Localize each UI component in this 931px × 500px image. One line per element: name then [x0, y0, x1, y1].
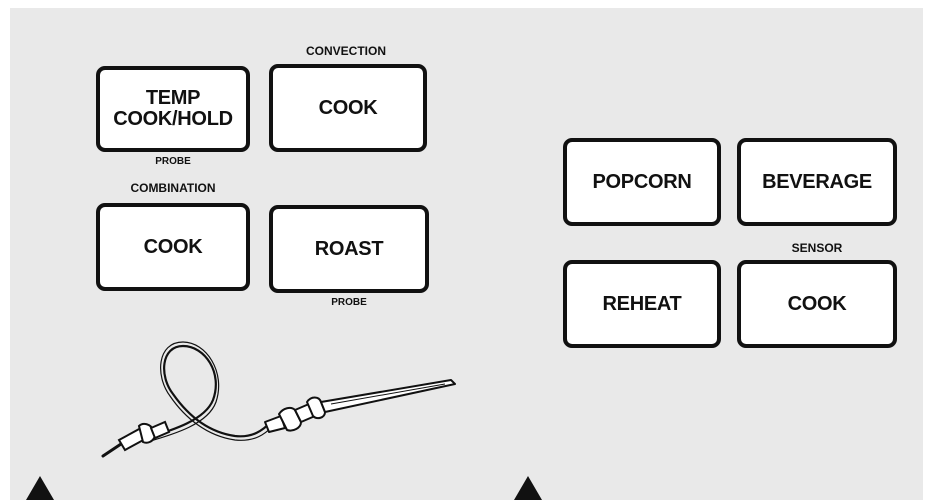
- popcorn-button[interactable]: POPCORN: [563, 138, 721, 226]
- convection-cook-button[interactable]: COOK: [269, 64, 427, 152]
- temp-cook-hold-probe-caption: PROBE: [96, 155, 250, 169]
- roast-button[interactable]: ROAST: [269, 205, 429, 293]
- up-arrow-icon: [514, 476, 542, 500]
- sensor-cook-button[interactable]: COOK: [737, 260, 897, 348]
- roast-probe-caption: PROBE: [269, 296, 429, 310]
- sensor-caption: SENSOR: [737, 241, 897, 255]
- temp-cook-hold-button[interactable]: TEMP COOK/HOLD: [96, 66, 250, 152]
- temperature-probe-icon: [95, 318, 460, 463]
- beverage-button[interactable]: BEVERAGE: [737, 138, 897, 226]
- convection-caption: CONVECTION: [266, 44, 426, 58]
- up-arrow-icon: [26, 476, 54, 500]
- reheat-button[interactable]: REHEAT: [563, 260, 721, 348]
- combination-cook-button[interactable]: COOK: [96, 203, 250, 291]
- combination-caption: COMBINATION: [96, 181, 250, 195]
